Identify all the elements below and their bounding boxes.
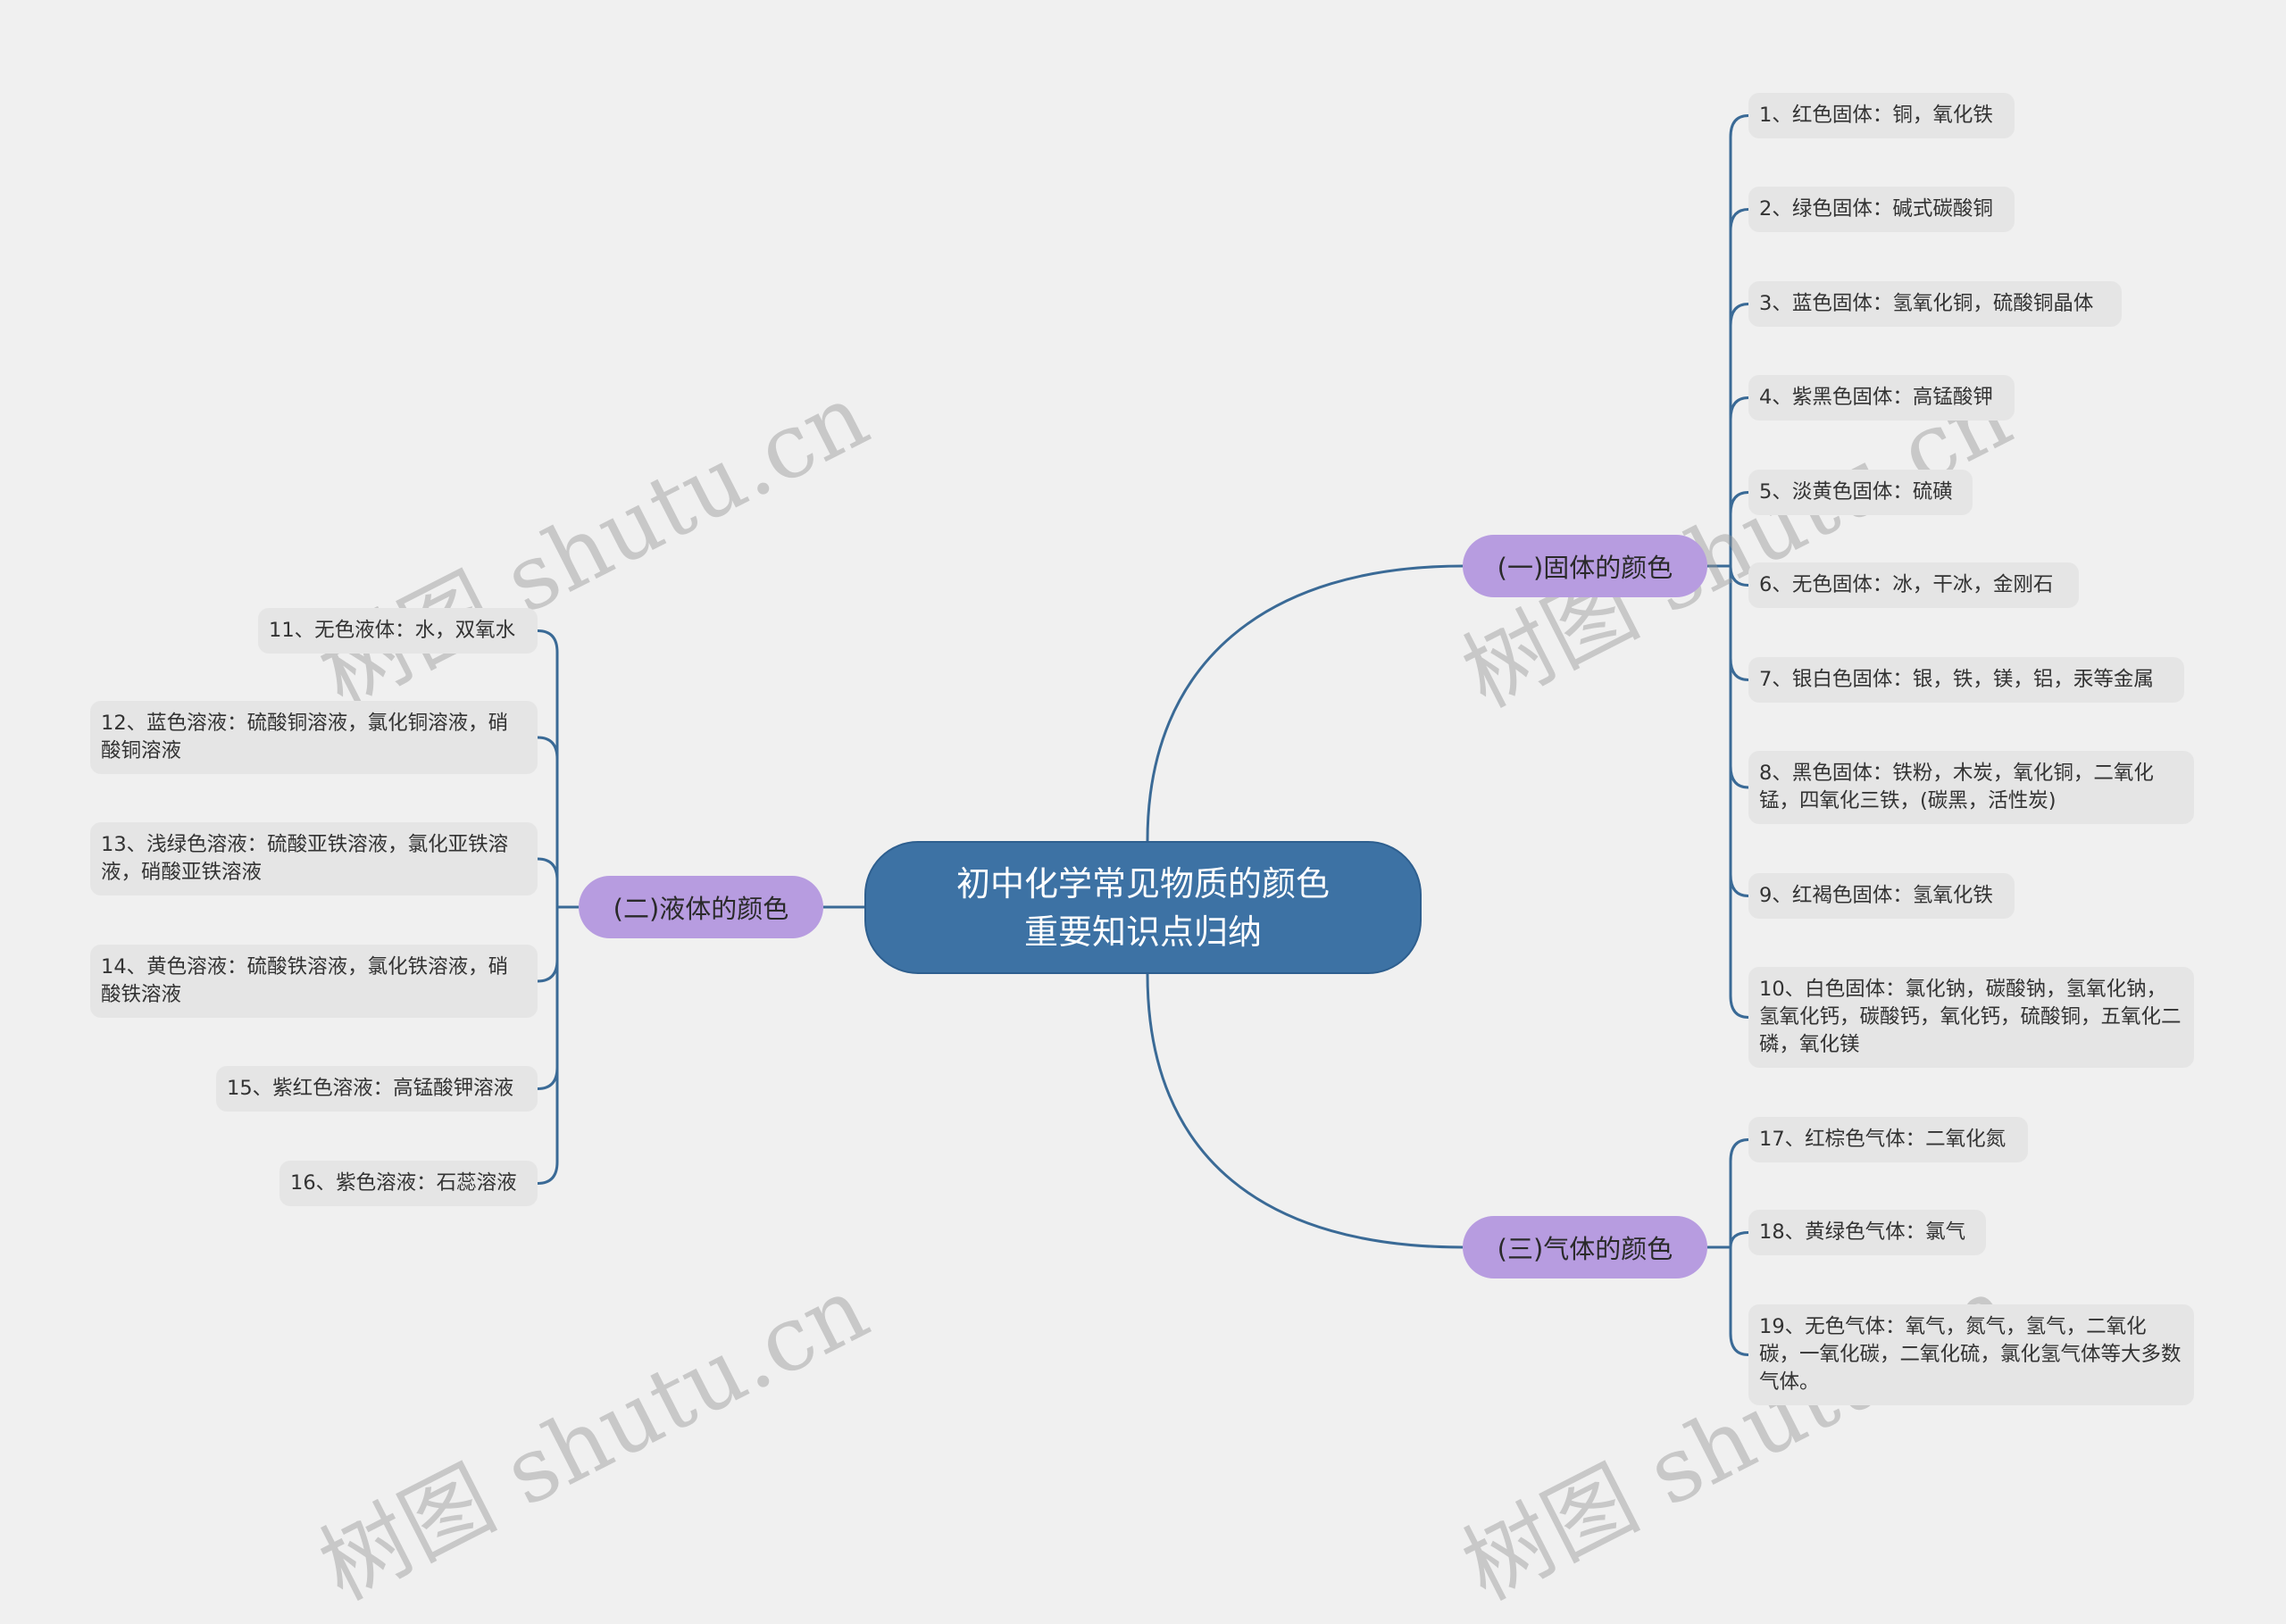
leaf-item[interactable]: 19、无色气体：氧气，氮气，氢气，二氧化碳，一氧化碳，二氧化硫，氯化氢气体等大多… [1748, 1304, 2194, 1405]
leaf-item[interactable]: 10、白色固体：氯化钠，碳酸钠，氢氧化钠，氢氧化钙，碳酸钙，氧化钙，硫酸铜，五氧… [1748, 967, 2194, 1068]
connector-line [537, 907, 559, 1090]
root-title-line1: 初中化学常见物质的颜色 [955, 863, 1330, 904]
connector-line [1729, 114, 1749, 566]
connector-line [1146, 973, 1464, 1249]
connector-line [537, 907, 559, 983]
connector-line [1729, 396, 1749, 566]
leaf-item[interactable]: 8、黑色固体：铁粉，木炭，氧化铜，二氧化锰，四氧化三铁，(碳黑，活性炭) [1748, 751, 2194, 824]
leaf-item[interactable]: 7、银白色固体：银，铁，镁，铝，汞等金属 [1748, 657, 2184, 703]
connector-line [1729, 566, 1749, 897]
leaf-item[interactable]: 9、红褐色固体：氢氧化铁 [1748, 873, 2015, 919]
connector-line [1729, 1138, 1749, 1247]
leaf-item[interactable]: 18、黄绿色气体：氯气 [1748, 1210, 1986, 1255]
connector-line [537, 857, 559, 907]
leaf-item[interactable]: 5、淡黄色固体：硫磺 [1748, 470, 1973, 515]
leaf-item[interactable]: 1、红色固体：铜，氧化铁 [1748, 93, 2015, 138]
leaf-item[interactable]: 2、绿色固体：碱式碳酸铜 [1748, 187, 2015, 232]
connector-line [1146, 564, 1464, 842]
leaf-item[interactable]: 4、紫黑色固体：高锰酸钾 [1748, 375, 2015, 421]
leaf-item[interactable]: 11、无色液体：水，双氧水 [258, 608, 538, 654]
leaf-item[interactable]: 13、浅绿色溶液：硫酸亚铁溶液，氯化亚铁溶液，硝酸亚铁溶液 [90, 822, 538, 895]
connector-line [1729, 208, 1749, 566]
connector-line [1729, 566, 1749, 1019]
leaf-item[interactable]: 16、紫色溶液：石蕊溶液 [279, 1161, 538, 1206]
connector-line [1729, 1231, 1749, 1248]
connector-line [537, 629, 559, 907]
connector-line [537, 736, 559, 907]
branch-solid-colors[interactable]: (一)固体的颜色 [1463, 535, 1707, 597]
branch-gas-colors[interactable]: (三)气体的颜色 [1463, 1216, 1707, 1278]
root-topic[interactable]: 初中化学常见物质的颜色 重要知识点归纳 [864, 841, 1422, 974]
connector-line [1729, 303, 1749, 566]
leaf-item[interactable]: 17、红棕色气体：二氧化氮 [1748, 1117, 2028, 1162]
connector-line [1729, 491, 1749, 566]
connector-line [537, 907, 559, 1185]
leaf-item[interactable]: 15、紫红色溶液：高锰酸钾溶液 [216, 1066, 538, 1112]
leaf-item[interactable]: 3、蓝色固体：氢氧化铜，硫酸铜晶体 [1748, 281, 2122, 327]
root-title-line2: 重要知识点归纳 [1023, 912, 1262, 952]
leaf-item[interactable]: 12、蓝色溶液：硫酸铜溶液，氯化铜溶液，硝酸铜溶液 [90, 701, 538, 774]
leaf-item[interactable]: 14、黄色溶液：硫酸铁溶液，氯化铁溶液，硝酸铁溶液 [90, 945, 538, 1018]
leaf-item[interactable]: 6、无色固体：冰，干冰，金刚石 [1748, 562, 2079, 608]
branch-liquid-colors[interactable]: (二)液体的颜色 [579, 876, 823, 938]
connector-lines [537, 114, 1749, 1356]
connector-line [1729, 1247, 1749, 1356]
connector-line [1729, 565, 1749, 587]
